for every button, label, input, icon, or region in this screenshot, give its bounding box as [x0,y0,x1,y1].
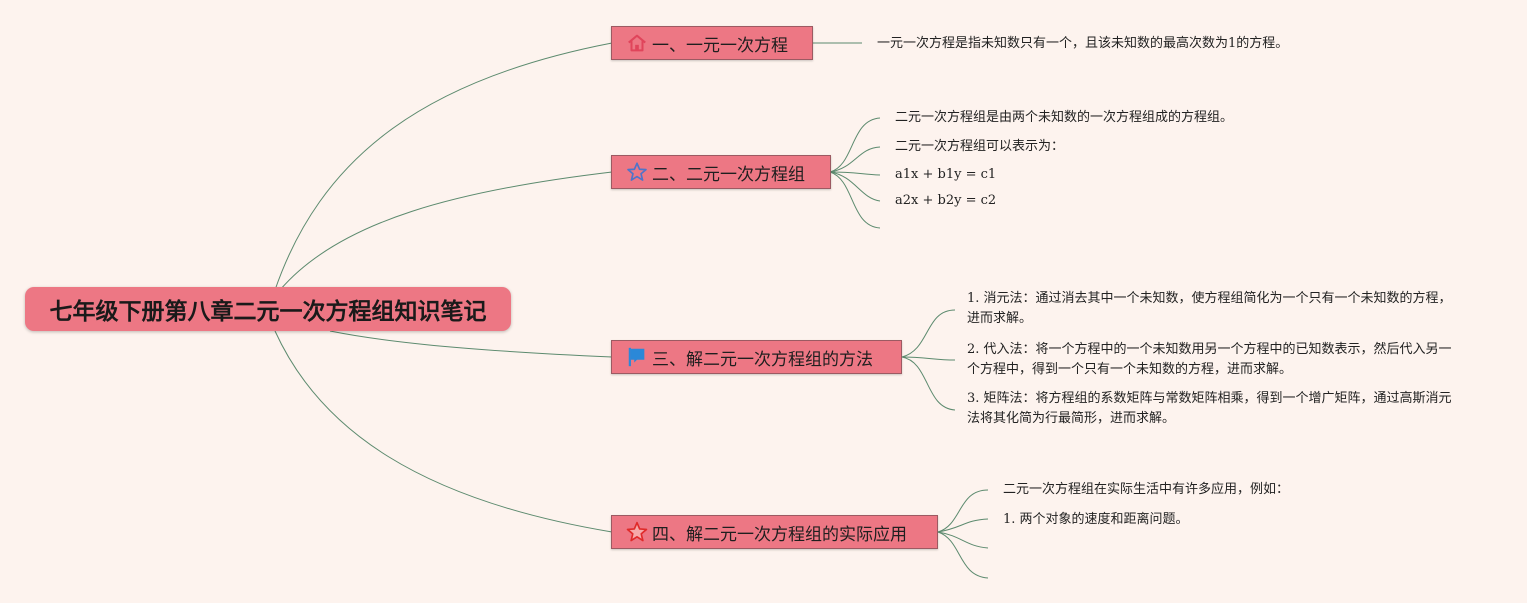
branch-label: 三、解二元一次方程组的方法 [652,349,873,370]
flag-icon [626,346,648,368]
connector-branch-2-note-3 [829,171,881,176]
central-topic-title: 七年级下册第八章二元一次方程组知识笔记 [49,299,487,325]
branch-node-3[interactable]: 三、解二元一次方程组的方法 [611,340,902,374]
connector-branch-4-note-1 [937,489,989,533]
note-text: 一元一次方程是指未知数只有一个，且该未知数的最高次数为1的方程。 [877,36,1289,51]
note-text: a2x + b2y = c2 [895,193,997,208]
connector-central-branch-1 [274,42,613,291]
branch-node-1[interactable]: 一、一元一次方程 [611,26,813,60]
star-outline-icon [626,161,648,183]
connector-branch-4-note-2 [937,518,989,533]
note-text: 1. 消元法：通过消去其中一个未知数，使方程组简化为一个只有一个未知数的方程，进… [967,291,1452,326]
connector-central-branch-3 [329,330,613,358]
note-text: 二元一次方程组在实际生活中有许多应用，例如： [1003,482,1290,497]
connector-branch-2-note-1 [829,117,881,173]
note-text: 2. 代入法：将一个方程中的一个未知数用另一个方程中的已知数表示，然后代入另一个… [967,342,1452,377]
connector-branch-4-note-3 [937,531,989,549]
star-red-icon [626,521,648,543]
note-text: 二元一次方程组可以表示为： [895,139,1065,154]
branch-label: 二、二元一次方程组 [652,164,805,185]
connector-branch-2-note-4 [829,171,881,202]
note-text: 3. 矩阵法：将方程组的系数矩阵与常数矩阵相乘，得到一个增广矩阵，通过高斯消元法… [967,391,1452,426]
home-icon [626,32,648,54]
note-text: a1x + b1y = c1 [895,167,997,182]
connector-branch-4-note-4 [937,531,989,579]
branch-node-2[interactable]: 二、二元一次方程组 [611,155,831,189]
branch-label: 四、解二元一次方程组的实际应用 [652,524,907,545]
central-topic[interactable]: 七年级下册第八章二元一次方程组知识笔记 [25,287,511,331]
connector-branch-2-note-2 [829,146,881,173]
connector-branch-3-note-2 [901,356,956,361]
connector-branch-3-note-3 [901,356,956,411]
connector-central-branch-2 [279,171,613,291]
branch-node-4[interactable]: 四、解二元一次方程组的实际应用 [611,515,938,549]
branch-label: 一、一元一次方程 [652,35,788,56]
connector-branch-3-note-1 [901,309,956,358]
connector-branch-2-note-5 [829,171,881,229]
note-text: 1. 两个对象的速度和距离问题。 [1003,512,1189,527]
connector-central-branch-4 [274,330,613,533]
note-text: 二元一次方程组是由两个未知数的一次方程组成的方程组。 [895,110,1234,125]
